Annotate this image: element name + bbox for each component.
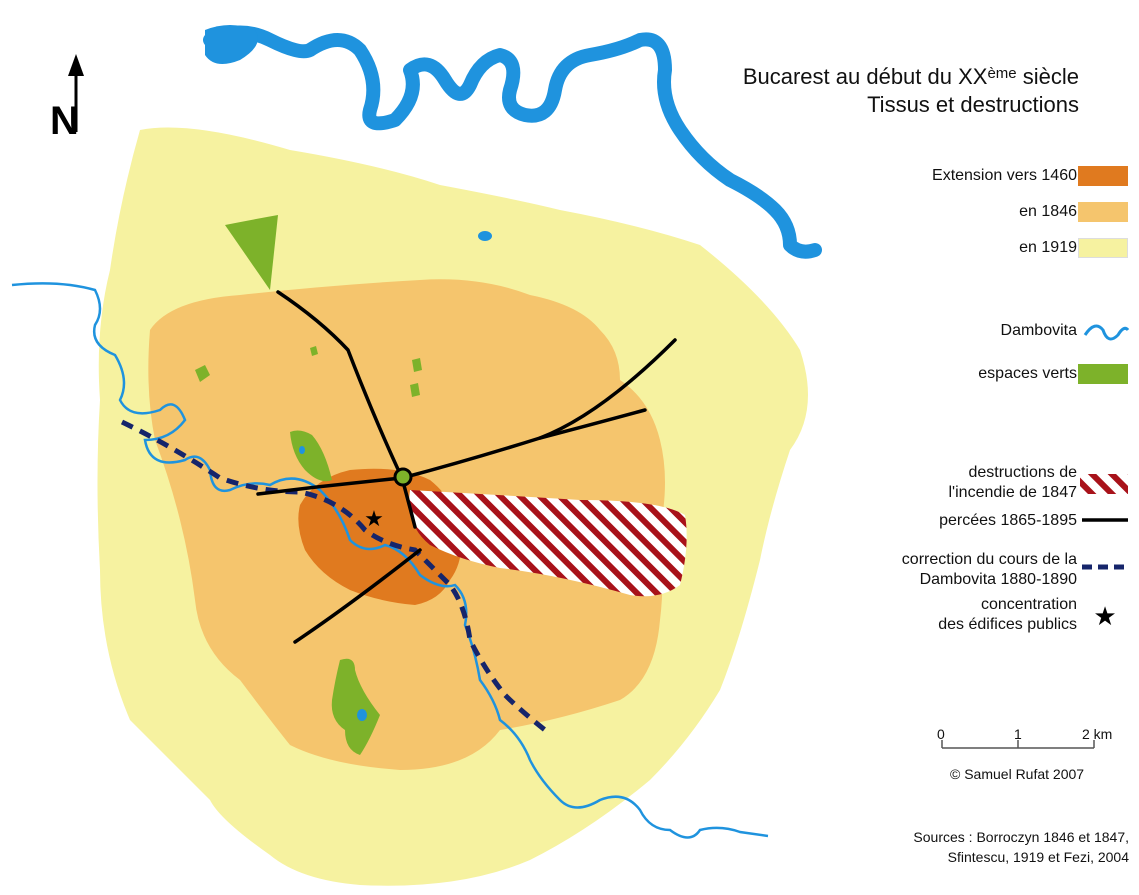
legend-1846-swatch [1078, 202, 1128, 222]
public-buildings-star: ★ [364, 506, 384, 531]
scale-bar [941, 740, 1095, 749]
legend-green-label: espaces verts [978, 365, 1077, 382]
central-node [393, 467, 413, 487]
scale-tick-2: 2 km [1082, 726, 1113, 742]
northern-river [203, 25, 822, 259]
green-spaces [195, 215, 422, 755]
pond [299, 446, 305, 454]
legend-1460-swatch [1078, 166, 1128, 186]
legend-fire-label: destructions de l'incendie de 1847 [949, 463, 1078, 503]
legend-1919-swatch [1078, 238, 1128, 258]
legend-fire-icon [1080, 474, 1128, 494]
legend-public-label: concentration des édifices publics [938, 595, 1077, 635]
sources: Sources : Borroczyn 1846 et 1847, Sfinte… [913, 827, 1129, 867]
legend-correction-label: correction du cours de la Dambovita 1880… [902, 550, 1077, 590]
legend-1846-label: en 1846 [1019, 203, 1077, 220]
title-line2: Tissus et destructions [867, 92, 1079, 117]
legend-river-label: Dambovita [1000, 322, 1077, 339]
legend-star-icon: ★ [1093, 601, 1116, 631]
legend-public-line1: concentration [980, 596, 1077, 613]
legend-1919-label: en 1919 [1019, 239, 1077, 256]
legend-fire-line1: destructions de [968, 464, 1077, 481]
percees-roads [256, 290, 677, 644]
scale-tick-0: 0 [937, 726, 945, 742]
title-line1-prefix: Bucarest au début du XX [742, 64, 988, 89]
north-arrow-icon [68, 54, 84, 132]
scale-tick-1: 1 [1014, 726, 1022, 742]
credit: © Samuel Rufat 2007 [950, 766, 1085, 782]
title-line1-sup: ème [987, 65, 1017, 82]
title-line1-suffix: siècle [1016, 64, 1079, 89]
legend-correction-line2: Dambovita 1880-1890 [919, 571, 1077, 588]
legend-public-line2: des édifices publics [938, 616, 1077, 633]
legend-green-swatch [1078, 364, 1128, 384]
fire-1847-zone [409, 490, 687, 597]
legend-river-icon [1083, 324, 1130, 341]
legend-roads-label: percées 1865-1895 [939, 512, 1077, 529]
sources-line1: Sources : Borroczyn 1846 et 1847, [913, 829, 1129, 845]
pond [357, 709, 367, 721]
legend-correction-line1: correction du cours de la [901, 551, 1077, 568]
map-title: Bucarest au début du XXème siècle Tissus… [743, 60, 1079, 119]
north-label: N [50, 99, 79, 143]
small-lake [478, 231, 492, 241]
legend-1460-label: Extension vers 1460 [932, 167, 1077, 184]
legend-fire-line2: l'incendie de 1847 [948, 484, 1078, 501]
sources-line2: Sfintescu, 1919 et Fezi, 2004 [947, 849, 1129, 865]
dambovita-river [11, 282, 769, 839]
northern-river-lake [205, 25, 258, 64]
